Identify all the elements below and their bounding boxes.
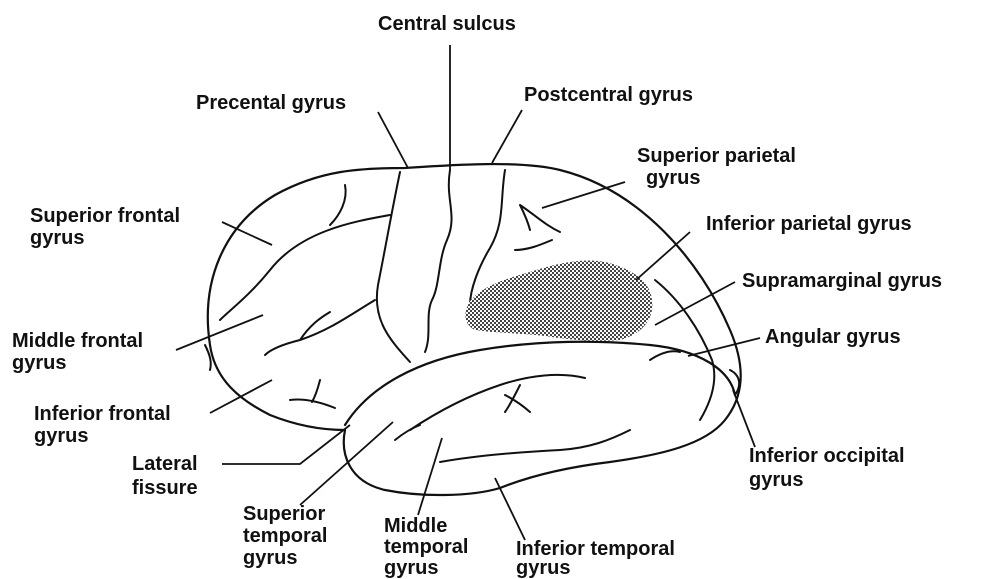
label-lateral-fissure: Lateral fissure — [132, 453, 203, 499]
frontal-branch — [330, 185, 346, 225]
leader-inferior-parietal-gyrus — [636, 232, 690, 280]
label-central-sulcus: Central sulcus — [378, 13, 516, 35]
temporal-branch-2 — [505, 395, 530, 412]
label-superior-frontal-gyrus: Superior frontal gyrus — [30, 205, 186, 249]
occipital-sulcus — [655, 280, 714, 420]
leader-inferior-frontal-gyrus — [210, 380, 272, 413]
label-supramarginal-gyrus: Supramarginal gyrus — [742, 270, 942, 292]
precentral-sulcus-line — [377, 172, 410, 362]
leader-inferior-occipital-gyrus — [733, 390, 755, 447]
leader-middle-temporal-gyrus — [418, 438, 442, 515]
inferior-frontal-sulcus — [265, 300, 375, 355]
leader-superior-frontal-gyrus — [222, 222, 272, 245]
inferior-frontal-branch — [300, 312, 330, 340]
leader-superior-parietal-gyrus — [542, 182, 625, 208]
leader-precentral-gyrus — [378, 112, 408, 168]
inferior-temporal-sulcus — [440, 430, 630, 462]
label-middle-temporal-gyrus: Middle temporal gyrus — [384, 515, 474, 579]
label-postcentral-gyrus: Postcentral gyrus — [524, 84, 693, 106]
leader-superior-temporal-gyrus — [300, 422, 393, 505]
leader-inferior-temporal-gyrus — [495, 478, 525, 540]
label-angular-gyrus: Angular gyrus — [765, 326, 901, 348]
central-sulcus-line — [425, 170, 452, 352]
label-inferior-parietal-gyrus: Inferior parietal gyrus — [706, 213, 912, 235]
leader-angular-gyrus — [688, 338, 760, 356]
label-inferior-occipital-gyrus: Inferior occipital gyrus — [749, 445, 910, 491]
orbital-branch — [290, 380, 335, 408]
superior-frontal-sulcus — [220, 215, 390, 320]
supramarginal-shaded-region — [465, 260, 652, 340]
label-inferior-temporal-gyrus: Inferior temporal gyrus — [516, 538, 680, 579]
leader-lateral-fissure — [222, 425, 350, 464]
leader-postcentral-gyrus — [492, 110, 522, 163]
label-superior-temporal-gyrus: Superior temporal gyrus — [243, 503, 333, 569]
intraparietal-sulcus — [520, 205, 560, 232]
leader-supramarginal-gyrus — [655, 282, 735, 325]
parietal-branch — [515, 240, 552, 250]
label-superior-parietal-gyrus: Superior parietal gyrus — [637, 145, 802, 189]
label-inferior-frontal-gyrus: Inferior frontal gyrus — [34, 403, 176, 447]
angular-sulcus — [650, 351, 680, 360]
temporal-branch — [395, 425, 420, 440]
label-precentral-gyrus: Precental gyrus — [196, 92, 346, 114]
label-middle-frontal-gyrus: Middle frontal gyrus — [12, 330, 149, 374]
superior-temporal-sulcus — [410, 375, 585, 430]
